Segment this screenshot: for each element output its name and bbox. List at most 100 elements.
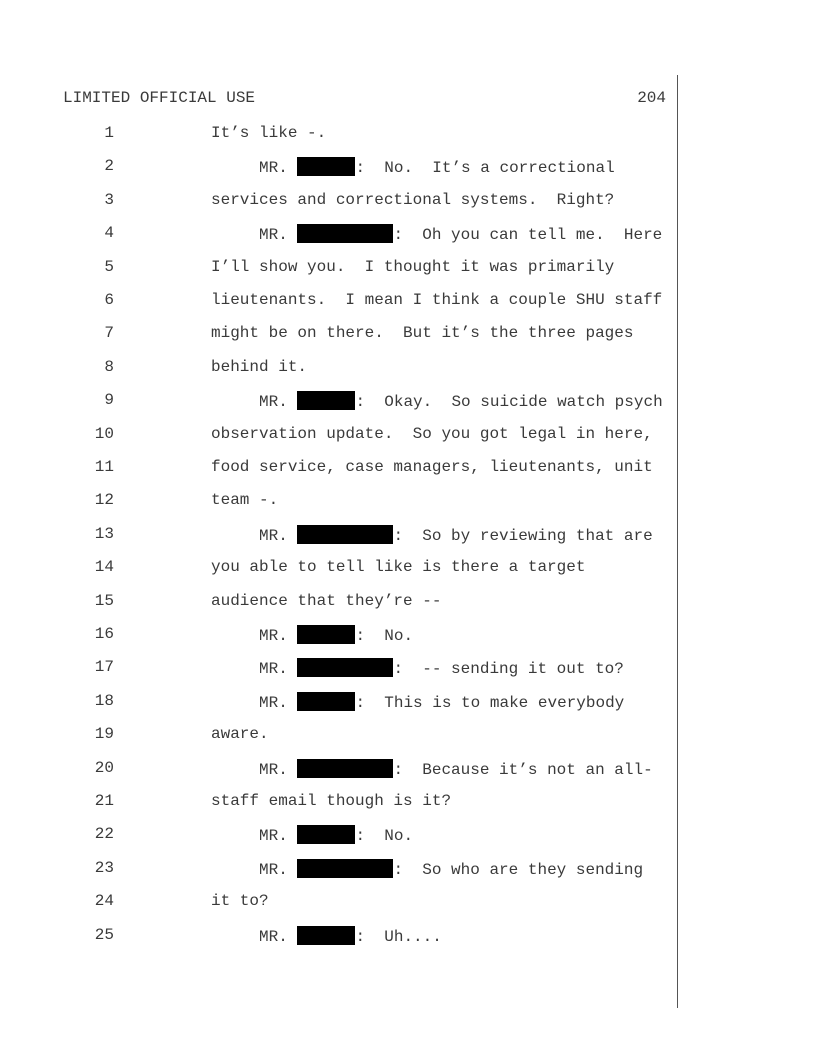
- line-text: MR. : No.: [211, 625, 413, 645]
- redaction-box: [297, 858, 394, 878]
- spoken-text: : No.: [355, 827, 414, 846]
- spoken-text: staff email though is it?: [211, 792, 452, 810]
- line-number: 1: [104, 124, 114, 142]
- redaction-box: [297, 925, 356, 945]
- spoken-text: : Oh you can tell me. Here: [393, 226, 663, 245]
- line-text: MR. : -- sending it out to?: [211, 658, 624, 678]
- spoken-text: It’s like -.: [211, 124, 327, 142]
- line-number: 25: [94, 925, 114, 944]
- line-text: behind it.: [211, 358, 307, 376]
- line-number: 5: [104, 257, 114, 276]
- line-text: I’ll show you. I thought it was primaril…: [211, 258, 614, 276]
- line-text: MR. : No. It’s a correctional: [211, 157, 615, 177]
- redaction-box: [297, 825, 356, 845]
- redaction-box: [297, 224, 394, 244]
- line-text: you able to tell like is there a target: [211, 558, 585, 576]
- speaker-label: MR.: [259, 159, 288, 178]
- line-text: team -.: [211, 491, 278, 509]
- line-number: 18: [94, 691, 114, 710]
- line-number: 21: [94, 792, 114, 810]
- line-number: 7: [104, 324, 114, 343]
- spoken-text: : Uh....: [355, 927, 442, 946]
- line-number: 6: [104, 291, 114, 309]
- spoken-text: observation update. So you got legal in …: [211, 424, 653, 443]
- spoken-text: : This is to make everybody: [355, 693, 625, 712]
- line-text: might be on there. But it’s the three pa…: [211, 324, 633, 342]
- line-text: MR. : Oh you can tell me. Here: [211, 224, 662, 244]
- line-text: MR. : This is to make everybody: [211, 691, 625, 712]
- redaction-box: [297, 758, 394, 778]
- speaker-label: MR.: [259, 760, 288, 779]
- line-number: 13: [94, 524, 114, 543]
- line-text: MR. : So who are they sending: [211, 858, 644, 879]
- spoken-text: team -.: [211, 491, 279, 510]
- speaker-label: MR.: [259, 927, 288, 946]
- line-text: it to?: [211, 892, 269, 910]
- speaker-label: MR.: [259, 860, 288, 879]
- line-number: 8: [104, 357, 114, 376]
- spoken-text: : No. It’s a correctional: [355, 159, 615, 178]
- speaker-label: MR.: [259, 693, 288, 712]
- spoken-text: you able to tell like is there a target: [211, 558, 586, 577]
- line-number: 17: [94, 658, 114, 677]
- line-number: 24: [94, 892, 114, 911]
- line-text: food service, case managers, lieutenants…: [211, 458, 653, 476]
- line-text: MR. : Okay. So suicide watch psych: [211, 391, 663, 411]
- line-text: It’s like -.: [211, 124, 326, 142]
- redaction-box: [297, 524, 394, 544]
- spoken-text: : -- sending it out to?: [393, 660, 624, 679]
- spoken-text: food service, case managers, lieutenants…: [211, 458, 653, 476]
- spoken-text: : So who are they sending: [393, 860, 644, 879]
- spoken-text: I’ll show you. I thought it was primaril…: [211, 257, 615, 276]
- redaction-box: [297, 157, 356, 177]
- line-number: 20: [94, 758, 114, 777]
- line-number: 16: [94, 625, 114, 643]
- line-number: 19: [94, 725, 114, 744]
- redaction-box: [297, 391, 356, 411]
- speaker-label: MR.: [259, 627, 288, 645]
- spoken-text: audience that they’re --: [211, 591, 442, 610]
- spoken-text: : Because it’s not an all-: [393, 760, 653, 779]
- line-text: MR. : Because it’s not an all-: [211, 758, 653, 779]
- speaker-label: MR.: [259, 660, 288, 679]
- line-number: 4: [104, 224, 114, 243]
- line-text: audience that they’re --: [211, 592, 441, 610]
- redaction-box: [297, 625, 356, 644]
- spoken-text: behind it.: [211, 357, 308, 376]
- line-number: 22: [94, 825, 114, 844]
- line-number: 10: [94, 424, 114, 443]
- line-text: MR. : So by reviewing that are: [211, 524, 653, 545]
- margin-rule: [677, 75, 678, 1008]
- line-text: observation update. So you got legal in …: [211, 425, 653, 443]
- spoken-text: : So by reviewing that are: [393, 526, 653, 545]
- line-text: staff email though is it?: [211, 792, 451, 810]
- line-number: 9: [104, 391, 114, 410]
- classification-header: LIMITED OFFICIAL USE: [63, 89, 256, 107]
- redaction-box: [297, 691, 356, 711]
- line-number: 2: [104, 157, 114, 176]
- page-number: 204: [637, 89, 666, 107]
- spoken-text: : No.: [355, 627, 414, 645]
- redaction-box: [297, 658, 394, 678]
- spoken-text: : Okay. So suicide watch psych: [355, 393, 663, 412]
- line-number: 14: [94, 558, 114, 577]
- spoken-text: lieutenants. I mean I think a couple SHU…: [211, 291, 663, 309]
- line-text: services and correctional systems. Right…: [211, 191, 614, 209]
- speaker-label: MR.: [259, 526, 288, 545]
- line-number: 3: [104, 190, 114, 209]
- line-text: aware.: [211, 725, 269, 743]
- line-text: MR. : No.: [211, 825, 413, 845]
- line-number: 15: [94, 591, 114, 610]
- line-number: 12: [94, 491, 114, 510]
- speaker-label: MR.: [259, 827, 288, 846]
- spoken-text: it to?: [211, 892, 269, 911]
- spoken-text: services and correctional systems. Right…: [211, 190, 615, 209]
- line-number: 23: [94, 858, 114, 877]
- speaker-label: MR.: [259, 393, 288, 412]
- line-text: MR. : Uh....: [211, 925, 442, 946]
- speaker-label: MR.: [259, 226, 288, 245]
- line-text: lieutenants. I mean I think a couple SHU…: [211, 291, 662, 309]
- spoken-text: might be on there. But it’s the three pa…: [211, 324, 634, 343]
- spoken-text: aware.: [211, 725, 269, 744]
- line-number: 11: [94, 458, 114, 476]
